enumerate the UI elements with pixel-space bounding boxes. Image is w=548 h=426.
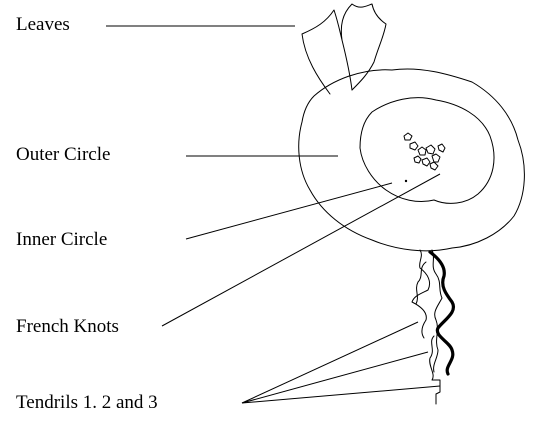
leader-line-tendril-1 <box>242 322 418 403</box>
label-tendrils: Tendrils 1. 2 and 3 <box>16 392 158 413</box>
tendril-1 <box>412 250 430 338</box>
label-outer-circle: Outer Circle <box>16 144 110 165</box>
label-leaves: Leaves <box>16 14 70 35</box>
label-inner-circle: Inner Circle <box>16 229 107 250</box>
outer-circle-shape <box>299 69 525 251</box>
leader-line-inner-circle <box>186 183 392 239</box>
tendril-2 <box>432 250 442 372</box>
bold-stem <box>430 252 453 374</box>
leaf-divider <box>342 40 352 90</box>
label-french-knots: French Knots <box>16 316 119 337</box>
